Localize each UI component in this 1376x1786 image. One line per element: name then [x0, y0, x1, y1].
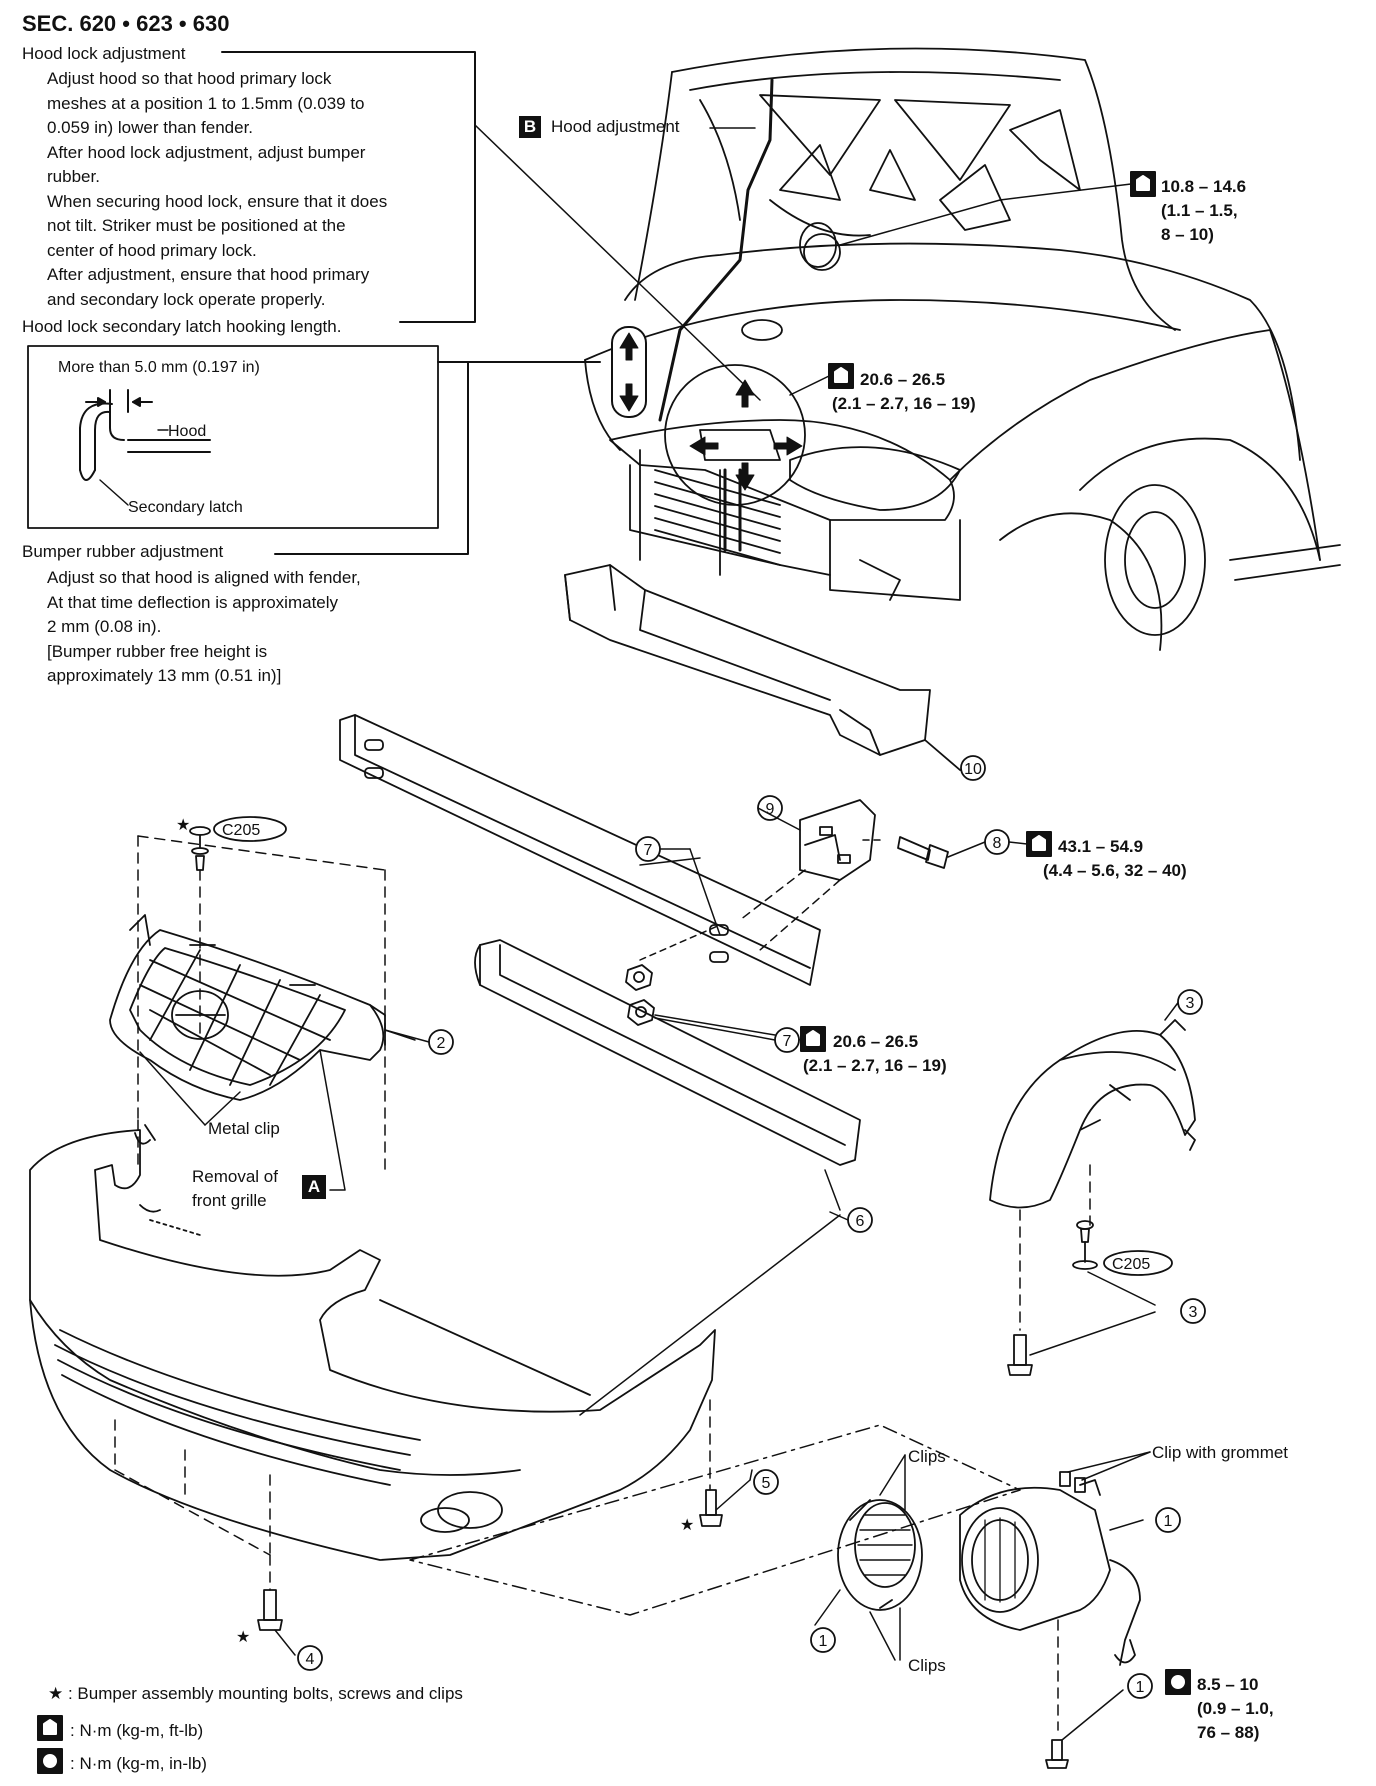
torque-icons: [37, 171, 1191, 1774]
torque-hood-lock-2: (2.1 – 2.7, 16 – 19): [832, 394, 976, 413]
part-10-lower-apron: [564, 564, 961, 771]
hood-lock-line: center of hood primary lock.: [47, 240, 257, 260]
torque-wrench-icon: [1026, 831, 1052, 857]
adjustment-arrows: [611, 326, 803, 491]
hood-lock-line: After hood lock adjustment, adjust bumpe…: [47, 142, 366, 162]
clips-bottom-label: Clips: [908, 1656, 946, 1675]
legend-inlb-icon: [37, 1748, 63, 1774]
section-title: SEC. 620 • 623 • 630: [22, 11, 230, 36]
legend-nm-inlb: : N·m (kg-m, in-lb): [70, 1754, 207, 1773]
c205-right-label: C205: [1112, 1256, 1150, 1273]
part-8-bolt: [859, 836, 986, 869]
part-3-fender-protector: C205: [989, 999, 1196, 1376]
secondary-latch-title: Hood lock secondary latch hooking length…: [22, 317, 342, 336]
secondary-latch-detail: [79, 389, 211, 506]
hood-lock-line: After adjustment, ensure that hood prima…: [47, 265, 370, 284]
torque-fog-lamp-2: (0.9 – 1.0,: [1197, 1699, 1274, 1718]
c205-top-label: C205: [222, 822, 260, 839]
torque-wrench-icon: [1130, 171, 1156, 197]
part-numbers: 10 7 7 8 9 2 3 3 6 5 4 1 1 1: [306, 761, 1198, 1696]
part-5-screw: ★: [680, 1469, 753, 1534]
legend-ftlb-icon: [37, 1715, 63, 1741]
removal-grille-line1: Removal of: [192, 1167, 278, 1186]
torque-leaders: [789, 183, 1132, 396]
removal-grille-line2: front grille: [192, 1191, 267, 1210]
hood-lock-line: rubber.: [47, 167, 100, 186]
part-2-grille: [109, 914, 416, 1101]
torque-wrench-icon: [828, 363, 854, 389]
hood-lock-instructions: Adjust hood so that hood primary lock me…: [47, 67, 387, 312]
torque-bracket: 43.1 – 54.9: [1058, 837, 1144, 856]
part-number: 1: [1136, 1679, 1145, 1696]
part-6-absorber: [474, 939, 861, 1211]
secondary-latch-measure: More than 5.0 mm (0.197 in): [58, 359, 260, 376]
legend-star: ★ : Bumper assembly mounting bolts, scre…: [48, 1684, 463, 1703]
callout-a-badge: A: [302, 1175, 326, 1199]
svg-text:★: ★: [680, 1517, 694, 1534]
part-number: 3: [1189, 1304, 1198, 1321]
part-number: 7: [783, 1033, 792, 1050]
hood-lock-title: Hood lock adjustment: [22, 44, 186, 63]
bumper-rubber-line: 2 mm (0.08 in).: [47, 617, 162, 636]
part-4-bolt: ★: [236, 1589, 296, 1656]
part-number: 1: [1164, 1513, 1173, 1530]
part-7-reinforcement: [339, 714, 821, 986]
torque-reinforcement: 20.6 – 26.5: [833, 1032, 919, 1051]
part-number: 9: [766, 801, 775, 818]
hood-lock-line: not tilt. Striker must be positioned at …: [47, 216, 346, 235]
torque-wrench-inlb-icon: [1165, 1669, 1191, 1695]
hood-lock-line: meshes at a position 1 to 1.5mm (0.039 t…: [47, 93, 365, 113]
torque-hood-hinge-3: 8 – 10): [1161, 225, 1214, 244]
part-clip-c205-top: C205 ★: [176, 816, 287, 871]
part-number: 5: [762, 1475, 771, 1492]
svg-text:★: ★: [236, 1629, 250, 1646]
svg-text:★: ★: [176, 817, 190, 834]
bumper-rubber-line: At that time deflection is approximately: [47, 592, 339, 612]
part-number: 1: [819, 1633, 828, 1650]
hood-lock-line: and secondary lock operate properly.: [47, 289, 326, 309]
metal-clip-leaders: [139, 1049, 346, 1191]
bumper-rubber-line: approximately 13 mm (0.51 in)]: [47, 666, 282, 685]
bumper-rubber-instructions: Adjust so that hood is aligned with fend…: [47, 566, 361, 689]
bumper-rubber-line: [Bumper rubber free height is: [47, 641, 268, 661]
bumper-guide-lines: [114, 1399, 711, 1591]
bumper-rubber-title: Bumper rubber adjustment: [22, 542, 224, 561]
hood-lock-line: When securing hood lock, ensure that it …: [47, 191, 388, 211]
secondary-latch-label: Secondary latch: [128, 499, 243, 516]
bumper-rubber-line: Adjust so that hood is aligned with fend…: [47, 568, 361, 587]
hood-adjustment-label: Hood adjustment: [551, 117, 680, 136]
reinforcement-nuts: [625, 924, 776, 1036]
car-front-body: [584, 47, 1341, 651]
part-number: 6: [856, 1213, 865, 1230]
legend-nm-ftlb: : N·m (kg-m, ft-lb): [70, 1721, 204, 1740]
part-number: 8: [993, 835, 1002, 852]
torque-hood-hinge-2: (1.1 – 1.5,: [1161, 201, 1238, 220]
fog-lamp-section: [409, 1424, 1151, 1769]
callout-b-badge: B: [519, 116, 541, 138]
torque-fog-lamp: 8.5 – 10: [1197, 1675, 1259, 1694]
metal-clip-label: Metal clip: [208, 1119, 280, 1138]
part-number: 3: [1186, 995, 1195, 1012]
torque-hood-lock: 20.6 – 26.5: [860, 370, 946, 389]
hood-lock-line: 0.059 in) lower than fender.: [47, 118, 254, 137]
grille-guide-lines: [137, 835, 386, 1171]
hood-lock-line: Adjust hood so that hood primary lock: [47, 69, 332, 88]
part-number: 10: [964, 761, 982, 778]
torque-wrench-icon: [800, 1026, 826, 1052]
torque-fog-lamp-3: 76 – 88): [1197, 1723, 1260, 1742]
part-number: 4: [306, 1651, 315, 1668]
hood-label: Hood: [168, 423, 207, 440]
text-leader-lines: [27, 51, 761, 555]
torque-reinforcement-2: (2.1 – 2.7, 16 – 19): [803, 1056, 947, 1075]
bubble-leaders: [384, 807, 1028, 1416]
torque-bracket-2: (4.4 – 5.6, 32 – 40): [1043, 861, 1187, 880]
clip-grommet-label: Clip with grommet: [1152, 1443, 1289, 1462]
torque-hood-hinge: 10.8 – 14.6: [1161, 177, 1247, 196]
part-number: 7: [644, 842, 653, 859]
part-9-bracket: [739, 799, 876, 951]
bumper-fascia: [29, 1124, 716, 1561]
part-number: 2: [437, 1035, 446, 1052]
